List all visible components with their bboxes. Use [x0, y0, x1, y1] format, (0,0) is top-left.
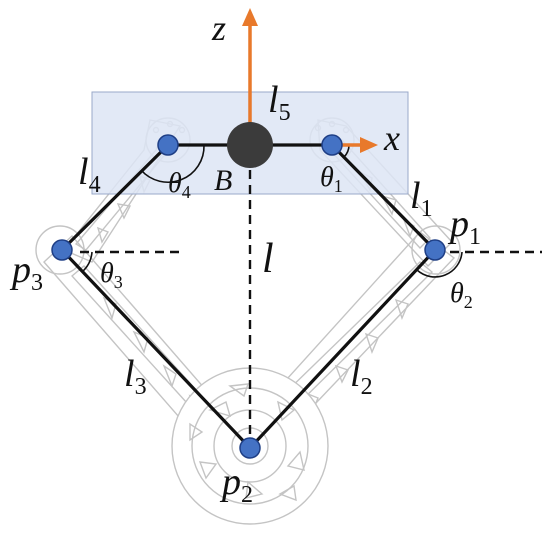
angle-theta1-label: θ1: [320, 162, 343, 196]
point-p1-label: p1: [447, 203, 481, 250]
z-axis-arrowhead: [242, 8, 258, 26]
joint-p3: [51, 239, 73, 261]
length-l-label: l: [262, 236, 274, 282]
reference-lines: [80, 170, 542, 440]
theta2-arc: [416, 251, 463, 278]
link-l3-line: [60, 248, 252, 450]
joint-top-right: [321, 134, 343, 156]
base-B-label: B: [214, 164, 232, 197]
z-axis-label: z: [211, 8, 226, 48]
joint-top-left: [157, 134, 179, 156]
theta3-arc: [81, 251, 93, 273]
link-l4-line: [60, 143, 170, 252]
coordinate-axes: [242, 8, 378, 153]
center-joint-B: [227, 122, 273, 168]
labels: z x l5 l4 l1 l3 l2 l B p1 p3 p2 θ1: [9, 8, 481, 508]
theta4-arc: [140, 144, 205, 183]
link-l1-label: l1: [410, 175, 433, 222]
angle-arcs: [81, 144, 463, 278]
joint-p1: [424, 239, 446, 261]
link-l2-label: l2: [350, 353, 373, 400]
angle-theta3-label: θ3: [100, 258, 123, 292]
x-axis-label: x: [383, 118, 400, 158]
joint-p2: [239, 437, 261, 459]
x-axis-arrowhead: [360, 137, 378, 153]
link-l2-line: [248, 248, 437, 450]
angle-theta2-label: θ2: [450, 278, 473, 312]
link-l5-label: l5: [268, 79, 291, 126]
angle-theta4-label: θ4: [168, 168, 191, 202]
joints: [51, 122, 446, 459]
point-p3-label: p3: [9, 249, 43, 296]
link-l1-line: [330, 143, 437, 252]
link-l4-label: l4: [78, 151, 101, 198]
link-l3-label: l3: [124, 353, 147, 400]
point-p2-label: p2: [219, 461, 253, 508]
